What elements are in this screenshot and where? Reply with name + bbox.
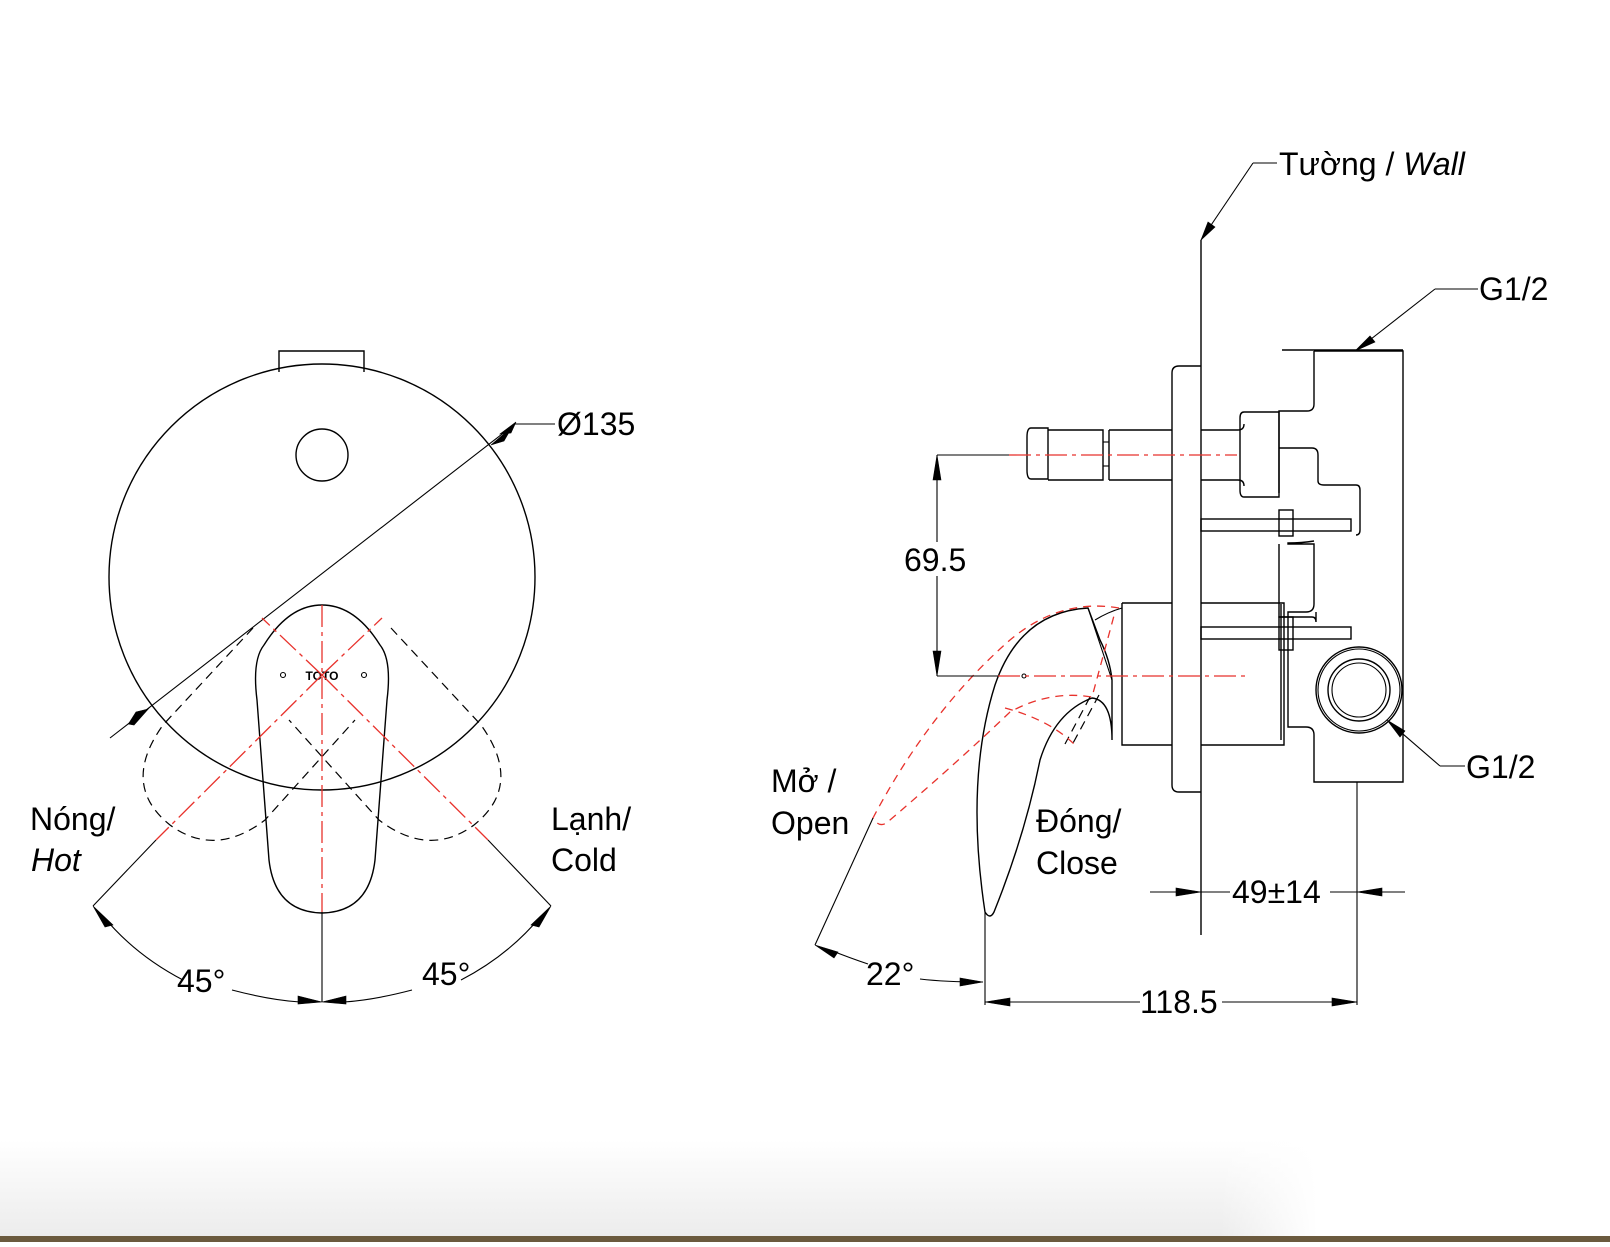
diameter-dim-line <box>109 423 516 739</box>
open-label: Mở / <box>771 763 837 799</box>
diverter-knob <box>295 428 349 482</box>
vertical-dim-label: 69.5 <box>904 542 966 578</box>
rod-lower <box>1200 626 1352 640</box>
wall-offset-dim-label: 49±14 <box>1232 874 1321 910</box>
cold-label-en: Cold <box>551 842 617 878</box>
hot-lever-ghost <box>142 627 356 841</box>
bottom-border <box>0 1236 1610 1242</box>
brand-mark: TOTO <box>306 669 339 683</box>
side-view: Tường / Wall G1/2 <box>771 146 1548 1020</box>
angle-arc-hot <box>102 915 184 981</box>
cold-lever-ghost <box>288 627 502 841</box>
cold-label: Lạnh/ <box>551 801 631 837</box>
angle-arc-cold <box>460 915 542 981</box>
hot-label-en: Hot <box>31 842 82 878</box>
diameter-label: Ø135 <box>557 406 635 442</box>
right-angle-label: 45° <box>422 956 470 992</box>
side-connection-label: G1/2 <box>1466 749 1535 785</box>
top-connection-label: G1/2 <box>1479 271 1548 307</box>
valve-body <box>1278 351 1361 536</box>
left-angle-label: 45° <box>177 963 225 999</box>
bottom-shadow-fade <box>1220 1140 1610 1236</box>
lever-angle-label: 22° <box>866 956 914 992</box>
lever-handle <box>254 604 390 914</box>
diverter-tab <box>278 350 365 372</box>
rod-upper <box>1200 518 1352 532</box>
cartridge-housing <box>1121 602 1285 746</box>
lever-open-ghost <box>872 605 1120 826</box>
front-view: Ø135 TOTO Nóng/ Hot Lạnh/ Cold 45° 4 <box>30 350 635 1005</box>
hot-label: Nóng/ <box>30 801 116 837</box>
open-label-en: Open <box>771 805 849 841</box>
side-inlet-outer <box>1315 646 1403 734</box>
depth-dim-label: 118.5 <box>1140 984 1218 1020</box>
lever-closed <box>976 607 1113 917</box>
wall-label: Tường / Wall <box>1279 146 1466 182</box>
close-label: Đóng/ <box>1036 803 1122 839</box>
escutcheon-side <box>1171 365 1201 793</box>
close-label-en: Close <box>1036 845 1118 881</box>
